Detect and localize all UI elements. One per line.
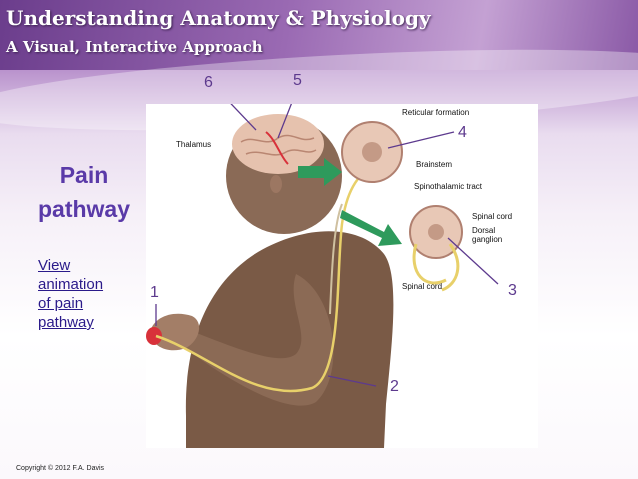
pointer-arrow-5 (277, 104, 293, 139)
pointer-arrow-6 (230, 104, 257, 131)
step-number-6: 6 (204, 74, 213, 91)
body-silhouette (185, 231, 394, 448)
step-number-2: 2 (390, 378, 399, 395)
step-number-3: 3 (508, 282, 517, 299)
arm-shape (166, 274, 334, 406)
step-number-1: 1 (150, 284, 159, 301)
label-spinothalamic-tract: Spinothalamic tract (414, 182, 483, 191)
green-arrow-upper (298, 158, 342, 186)
pain-pathway-figure: Reticular formation Thalamus Brainstem S… (146, 104, 538, 448)
heading-line-2: pathway (37, 196, 131, 222)
label-dorsal-ganglion: Dorsal ganglion (472, 226, 503, 244)
nerve-pathway (155, 162, 377, 393)
label-reticular-formation: Reticular formation (402, 108, 470, 117)
heading-line-1: Pain (59, 162, 109, 188)
pain-stimulus-marker (146, 327, 162, 345)
label-spinal-cord-lower: Spinal cord (402, 282, 443, 291)
step-number-4: 4 (458, 124, 467, 141)
pain-pathway-heading: Pain pathway (20, 158, 148, 226)
hand-shape (150, 313, 200, 351)
pointer-arrow-2 (327, 375, 377, 387)
green-arrow-lower (340, 210, 402, 246)
slide-title: Understanding Anatomy & Physiology (6, 6, 431, 30)
pointer-arrow-3 (447, 237, 499, 285)
header-band (0, 0, 638, 70)
step-number-5: 5 (293, 72, 302, 89)
pointer-arrow-4 (387, 131, 455, 149)
brain-shape (232, 114, 324, 174)
slide-subtitle: A Visual, Interactive Approach (6, 38, 263, 56)
label-spinal-cord-upper: Spinal cord (472, 212, 513, 221)
label-thalamus: Thalamus (176, 140, 212, 149)
copyright-notice: Copyright © 2012 F.A. Davis (16, 465, 105, 472)
anatomy-illustration (146, 104, 499, 448)
view-animation-link[interactable]: View animation of pain pathway (38, 257, 104, 331)
label-brainstem: Brainstem (416, 160, 453, 169)
